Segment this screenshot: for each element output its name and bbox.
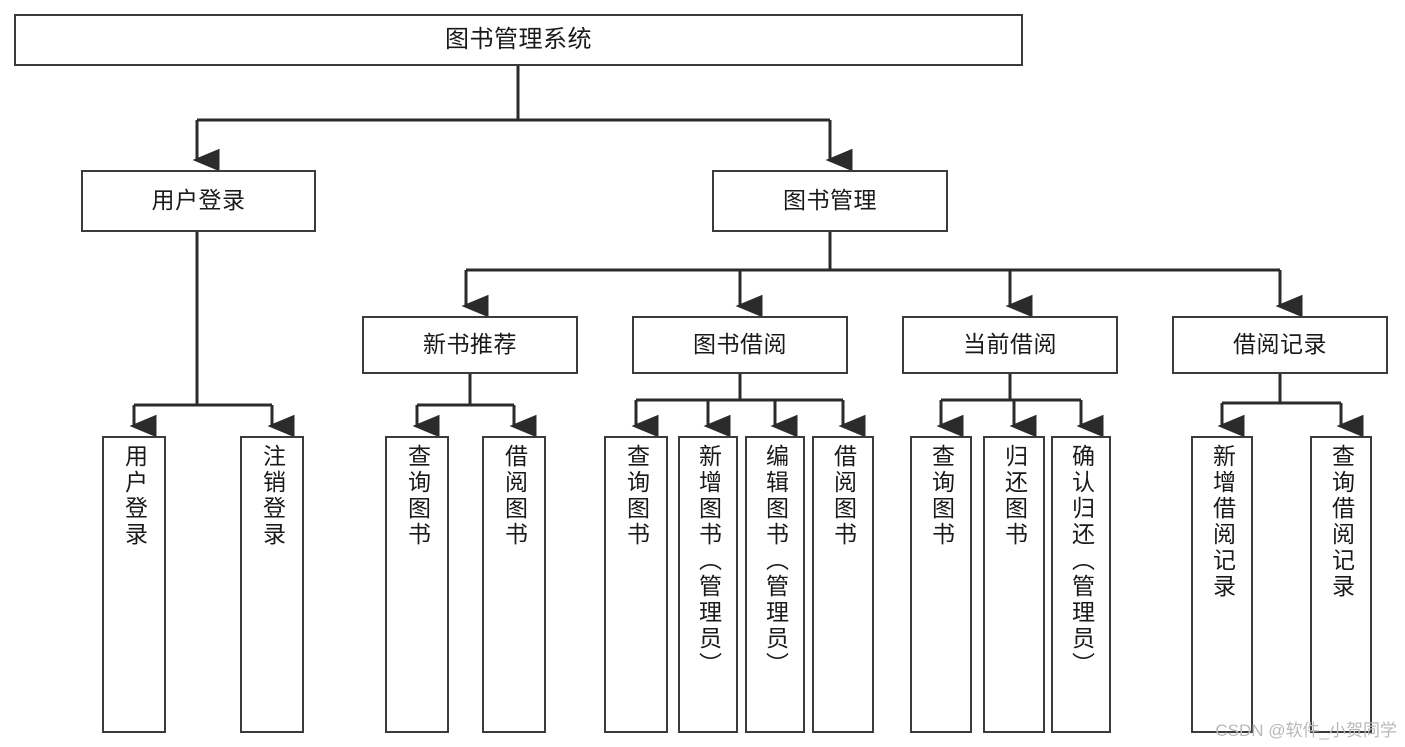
node-leaf-query-book-current-label: 查询图书 (928, 444, 955, 548)
node-leaf-add-book-admin-label: 新增图书（管理员） (695, 444, 722, 678)
node-new-book-recommend[interactable]: 新书推荐 (362, 316, 578, 374)
node-leaf-return-book[interactable]: 归还图书 (983, 436, 1045, 733)
node-leaf-query-book-borrow-label: 查询图书 (623, 444, 650, 548)
node-book-borrow[interactable]: 图书借阅 (632, 316, 848, 374)
node-root-label: 图书管理系统 (445, 25, 592, 53)
node-leaf-borrow-book-borrow[interactable]: 借阅图书 (812, 436, 874, 733)
node-root-book-management-system[interactable]: 图书管理系统 (14, 14, 1023, 66)
node-leaf-logout-login-label: 注销登录 (259, 444, 286, 548)
node-book-management[interactable]: 图书管理 (712, 170, 948, 232)
node-leaf-add-borrow-record-label: 新增借阅记录 (1209, 444, 1236, 600)
node-leaf-query-book-current[interactable]: 查询图书 (910, 436, 972, 733)
node-user-login-label: 用户登录 (151, 187, 246, 214)
node-current-borrow[interactable]: 当前借阅 (902, 316, 1118, 374)
node-leaf-query-book-recommend-label: 查询图书 (404, 444, 431, 548)
node-leaf-add-borrow-record[interactable]: 新增借阅记录 (1191, 436, 1253, 733)
node-leaf-query-borrow-record[interactable]: 查询借阅记录 (1310, 436, 1372, 733)
node-leaf-edit-book-admin[interactable]: 编辑图书（管理员） (745, 436, 805, 733)
node-leaf-user-login[interactable]: 用户登录 (102, 436, 166, 733)
node-leaf-logout-login[interactable]: 注销登录 (240, 436, 304, 733)
node-leaf-query-book-borrow[interactable]: 查询图书 (604, 436, 668, 733)
node-leaf-edit-book-admin-label: 编辑图书（管理员） (762, 444, 789, 678)
node-leaf-add-book-admin[interactable]: 新增图书（管理员） (678, 436, 738, 733)
node-leaf-borrow-book-borrow-label: 借阅图书 (830, 444, 857, 548)
node-leaf-confirm-return-admin-label: 确认归还（管理员） (1068, 444, 1095, 678)
node-book-borrow-label: 图书借阅 (693, 331, 787, 358)
node-book-management-label: 图书管理 (783, 187, 877, 214)
node-leaf-borrow-book-recommend-label: 借阅图书 (501, 444, 528, 548)
node-current-borrow-label: 当前借阅 (963, 331, 1057, 358)
node-borrow-record-label: 借阅记录 (1233, 331, 1327, 358)
node-leaf-borrow-book-recommend[interactable]: 借阅图书 (482, 436, 546, 733)
node-leaf-confirm-return-admin[interactable]: 确认归还（管理员） (1051, 436, 1111, 733)
node-new-book-recommend-label: 新书推荐 (423, 331, 517, 358)
node-user-login[interactable]: 用户登录 (81, 170, 316, 232)
node-leaf-return-book-label: 归还图书 (1001, 444, 1028, 548)
node-leaf-query-borrow-record-label: 查询借阅记录 (1328, 444, 1355, 600)
node-leaf-user-login-label: 用户登录 (121, 444, 148, 548)
node-leaf-query-book-recommend[interactable]: 查询图书 (385, 436, 449, 733)
csdn-watermark: CSDN @软件_小贺同学 (1215, 721, 1397, 740)
node-borrow-record[interactable]: 借阅记录 (1172, 316, 1388, 374)
